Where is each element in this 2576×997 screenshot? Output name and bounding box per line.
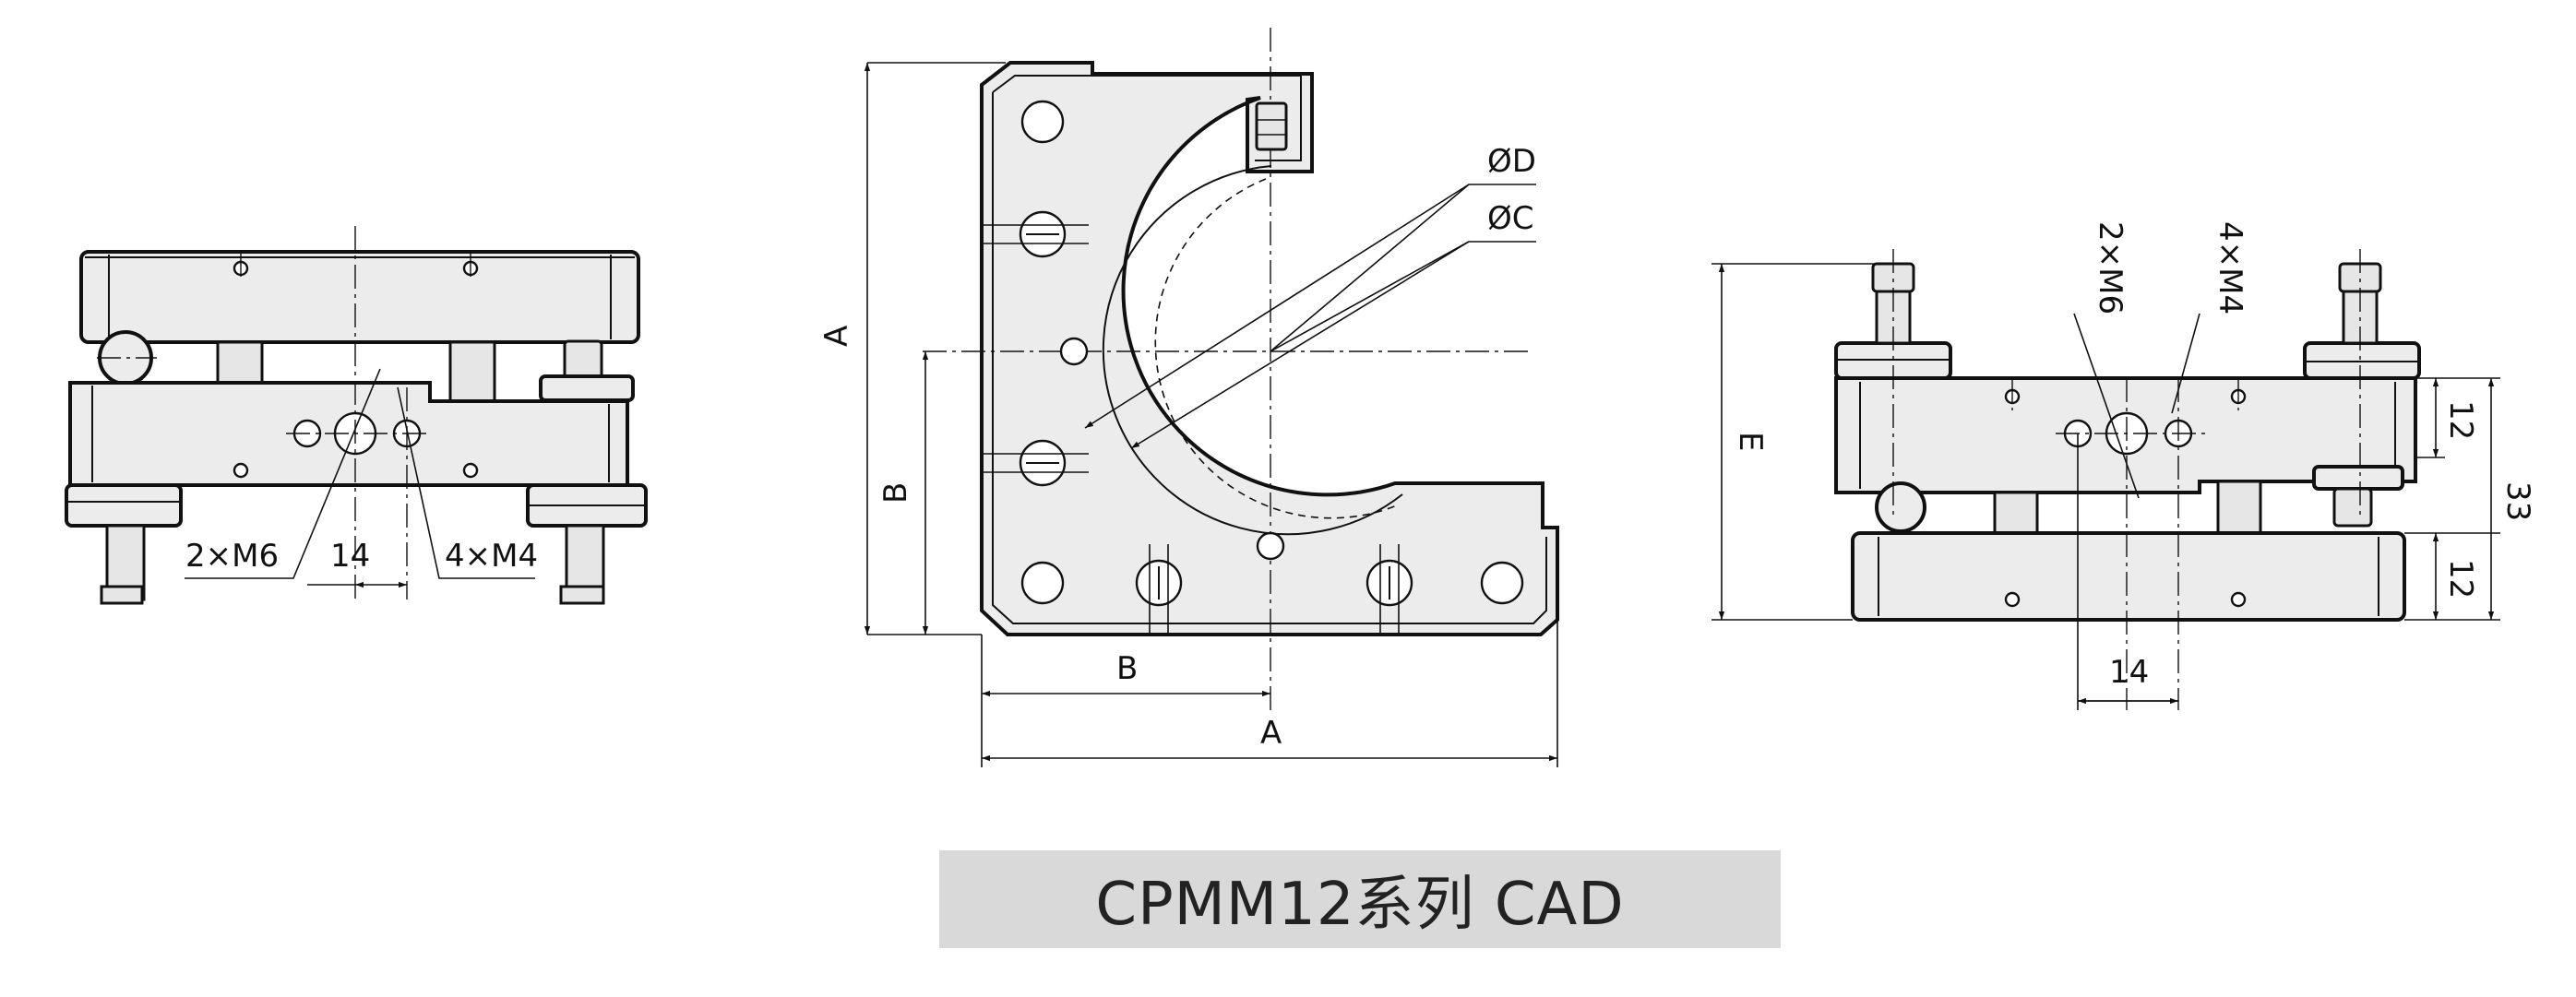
- front-dim-od: ØD: [1487, 143, 1536, 180]
- caption-title: CPMM12系列 CAD: [1095, 871, 1625, 939]
- right-dim-e: E: [1732, 432, 1769, 451]
- front-view: [864, 28, 1559, 767]
- left-side-view: [65, 226, 648, 605]
- left-2xm6-label: 2×M6: [185, 538, 279, 575]
- front-dim-b-vertical: B: [877, 482, 914, 504]
- caption-banner: CPMM12系列 CAD: [939, 850, 1781, 948]
- front-dim-a-vertical: A: [818, 326, 855, 347]
- left-4xm4-label: 4×M4: [445, 538, 538, 575]
- right-dim-12-top: 12: [2442, 400, 2479, 440]
- screw-icon: [1019, 210, 1413, 607]
- front-dim-a-horizontal: A: [1260, 715, 1282, 752]
- right-side-view: [1711, 249, 2500, 710]
- left-dim-14-label: 14: [330, 538, 370, 575]
- right-dim-33: 33: [2499, 481, 2536, 521]
- right-dim-12-bottom: 12: [2442, 559, 2479, 599]
- front-dim-b-horizontal: B: [1116, 650, 1138, 687]
- right-dim-14: 14: [2109, 654, 2149, 691]
- right-4xm4-label: 4×M4: [2212, 221, 2248, 315]
- front-dim-oc: ØC: [1487, 200, 1534, 237]
- right-2xm6-label: 2×M6: [2092, 221, 2129, 315]
